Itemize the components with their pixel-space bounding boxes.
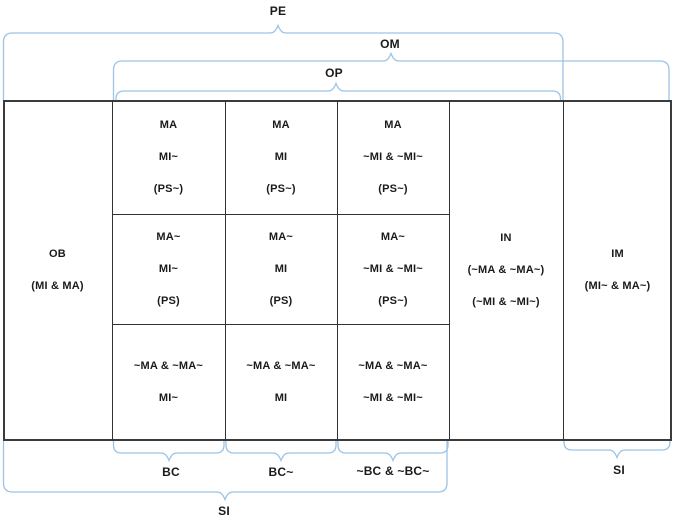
column-divider bbox=[111, 100, 114, 441]
cell-line: (~MI & ~MI~) bbox=[472, 296, 540, 308]
cell-line: ~MA & ~MA~ bbox=[133, 360, 204, 372]
cell-line: (PS~) bbox=[378, 182, 408, 195]
op-brace bbox=[115, 81, 562, 101]
cell-line: ~MA & ~MA~ bbox=[246, 360, 316, 372]
cell-line: (PS) bbox=[269, 294, 293, 307]
cell-line: (MI~ & MA~) bbox=[584, 280, 651, 292]
cell-line: (PS) bbox=[157, 294, 180, 307]
bc-label: BC bbox=[162, 465, 180, 479]
cell-line: IM bbox=[611, 248, 624, 260]
cell-line: MI~ bbox=[158, 262, 179, 275]
si-right-label: SI bbox=[613, 463, 625, 477]
cell-r2c2: MA~ MI (PS) bbox=[225, 214, 337, 324]
bc-brace bbox=[112, 440, 225, 463]
cell-line: MI bbox=[274, 150, 288, 163]
op-label: OP bbox=[325, 66, 343, 80]
om-brace bbox=[112, 51, 670, 101]
cell-line: ~MI & ~MI~ bbox=[363, 392, 423, 404]
cell-line: ~MI & ~MI~ bbox=[363, 150, 423, 163]
column-divider bbox=[336, 100, 339, 441]
cell-line: ~MI & ~MI~ bbox=[363, 262, 423, 275]
column-divider bbox=[448, 100, 451, 441]
cell-line: ~MA & ~MA~ bbox=[358, 360, 428, 372]
si-bottom-brace bbox=[2, 440, 448, 502]
si-bottom-label: SI bbox=[218, 504, 230, 518]
cell-line: MI bbox=[274, 392, 288, 404]
cell-r3c1: ~MA & ~MA~ MI~ bbox=[112, 324, 225, 441]
si-right-brace bbox=[563, 440, 671, 460]
bc-tilde-brace bbox=[225, 440, 337, 463]
cell-in: IN (~MA & ~MA~) (~MI & ~MI~) bbox=[449, 100, 563, 441]
cell-line: MA~ bbox=[268, 230, 294, 243]
cell-ob: OB (MI & MA) bbox=[3, 100, 112, 441]
cell-r3c3: ~MA & ~MA~ ~MI & ~MI~ bbox=[337, 324, 449, 441]
cell-line: OB bbox=[49, 248, 66, 260]
pe-label: PE bbox=[269, 4, 287, 18]
cell-line: (~MA & ~MA~) bbox=[467, 264, 545, 276]
cell-r3c2: ~MA & ~MA~ MI bbox=[225, 324, 337, 441]
om-label: OM bbox=[380, 37, 400, 51]
cell-line: (PS~) bbox=[266, 182, 296, 195]
cell-line: MI~ bbox=[158, 150, 179, 163]
cell-line: MI~ bbox=[158, 392, 179, 404]
not-bc-label: ~BC & ~BC~ bbox=[356, 464, 430, 478]
cell-r2c1: MA~ MI~ (PS) bbox=[112, 214, 225, 324]
cell-im: IM (MI~ & MA~) bbox=[563, 100, 672, 441]
cell-line: IN bbox=[500, 232, 512, 244]
cell-line: MA~ bbox=[380, 230, 406, 243]
row-divider bbox=[112, 213, 449, 216]
pe-brace bbox=[2, 23, 564, 101]
not-bc-brace bbox=[337, 440, 449, 463]
cell-r2c3: MA~ ~MI & ~MI~ (PS~) bbox=[337, 214, 449, 324]
bc-tilde-label: BC~ bbox=[268, 465, 294, 479]
cell-line: MI bbox=[274, 262, 288, 275]
cell-r1c3: MA ~MI & ~MI~ (PS~) bbox=[337, 100, 449, 214]
row-divider bbox=[112, 323, 449, 326]
cell-line: MA bbox=[159, 118, 178, 131]
cell-line: MA bbox=[272, 118, 290, 131]
cell-line: (PS~) bbox=[378, 294, 408, 307]
cell-line: (MI & MA) bbox=[31, 280, 84, 292]
column-divider bbox=[562, 100, 565, 441]
cell-line: (PS~) bbox=[153, 182, 184, 195]
cell-r1c1: MA MI~ (PS~) bbox=[112, 100, 225, 214]
column-divider bbox=[224, 100, 227, 441]
cell-line: MA bbox=[384, 118, 402, 131]
cell-r1c2: MA MI (PS~) bbox=[225, 100, 337, 214]
cell-line: MA~ bbox=[156, 230, 181, 243]
